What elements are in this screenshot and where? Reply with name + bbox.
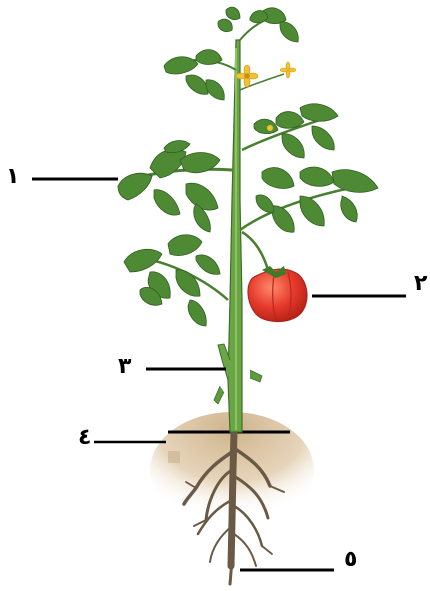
tomato-fruit [242,232,307,322]
label-5-root: ٥ [344,549,357,571]
leaves [118,7,378,326]
label-2-fruit: ٢ [414,273,427,295]
label-1-leaf: ١ [6,166,19,188]
label-3-stem: ٣ [118,356,131,378]
label-4-soil-line: ٤ [78,427,91,449]
